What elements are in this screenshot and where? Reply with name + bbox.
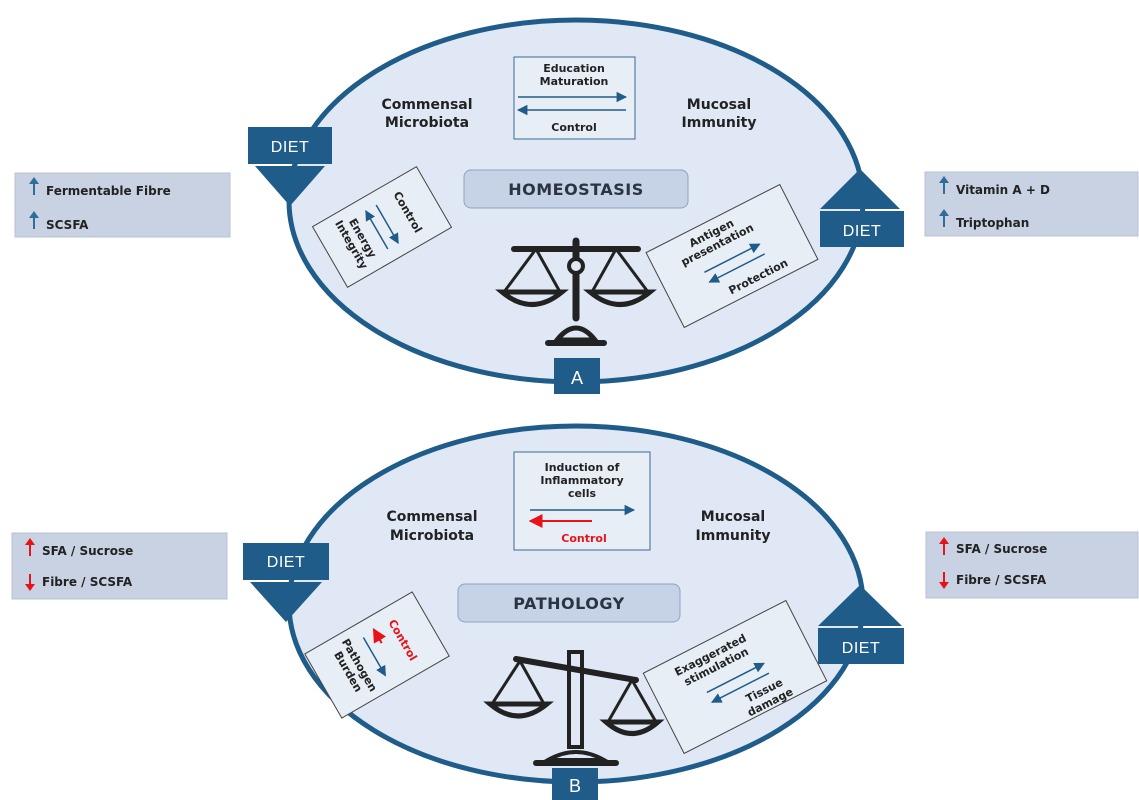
factor-text: Fibre / SCSFA <box>42 575 133 589</box>
down-arrow-icon <box>375 204 399 244</box>
factor-text: Vitamin A + D <box>956 183 1050 197</box>
left-arrow-icon <box>708 253 765 283</box>
factor-text: Triptophan <box>956 216 1029 230</box>
svg-text:B: B <box>569 776 581 796</box>
panel-a-diet-right: DIET <box>820 169 904 247</box>
svg-text:DIET: DIET <box>843 223 881 240</box>
interaction-text: cells <box>568 487 597 500</box>
red-up-arrow-icon <box>25 538 35 556</box>
unbalanced-scale-icon <box>483 650 665 766</box>
factor-text: SCSFA <box>46 218 89 232</box>
svg-text:DIET: DIET <box>271 139 309 156</box>
panel-a-label: A <box>554 358 600 394</box>
balanced-scale-icon <box>495 237 657 346</box>
up-arrow-icon <box>29 211 39 229</box>
panel-b-right-factors: SFA / Sucrose Fibre / SCSFA <box>925 531 1139 599</box>
red-down-arrow-icon <box>25 574 35 591</box>
panel-b-label: B <box>552 768 598 800</box>
immunity-label: Immunity <box>696 528 771 544</box>
right-arrow-icon <box>706 662 765 694</box>
interaction-text: Education <box>543 62 605 75</box>
svg-text:DIET: DIET <box>842 640 880 657</box>
panel-a: Education Maturation Control Commensal M… <box>14 17 1139 394</box>
red-up-arrow-icon <box>939 537 949 555</box>
commensal-label: Commensal <box>386 509 477 525</box>
interaction-text: Inflammatory <box>540 474 623 487</box>
panel-b-interaction-box: Induction of Inflammatory cells Control <box>513 451 651 551</box>
panel-a-interaction-box: Education Maturation Control <box>513 56 636 140</box>
up-arrow-icon <box>29 177 39 195</box>
factor-text: SFA / Sucrose <box>956 542 1047 556</box>
microbiota-label: Microbiota <box>390 528 474 544</box>
left-arrow-icon <box>711 672 770 703</box>
interaction-text: Induction of <box>545 461 620 474</box>
pathology-badge: PATHOLOGY <box>457 583 681 623</box>
interaction-text: Control <box>551 121 596 134</box>
panel-b: Induction of Inflammatory cells Control … <box>11 423 1139 800</box>
panel-b-right-box: Exaggerated stimulation Tissue damage <box>642 599 828 755</box>
panel-b-left-factors: SFA / Sucrose Fibre / SCSFA <box>11 532 228 600</box>
up-arrow-icon <box>939 176 949 194</box>
interaction-text: Maturation <box>540 75 609 88</box>
factor-text: Fermentable Fibre <box>46 184 171 198</box>
panel-a-left-box: Control Energy Integrity <box>311 166 453 288</box>
panel-a-diet-left: DIET <box>248 127 332 206</box>
up-arrow-icon <box>365 210 389 250</box>
homeostasis-badge: HOMEOSTASIS <box>463 169 689 209</box>
factor-text: SFA / Sucrose <box>42 544 133 558</box>
panel-a-left-factors: Fermentable Fibre SCSFA <box>14 172 231 238</box>
red-up-arrow-icon <box>372 628 387 644</box>
down-arrow-icon <box>362 637 387 677</box>
commensal-label: Commensal <box>381 97 472 113</box>
svg-text:DIET: DIET <box>267 554 305 571</box>
panel-b-left-box: Control Pathogen Burden <box>304 591 450 719</box>
svg-text:A: A <box>571 368 583 388</box>
panel-b-diet-left: DIET <box>243 543 329 622</box>
state-label: PATHOLOGY <box>513 594 624 613</box>
mucosal-label: Mucosal <box>687 97 751 113</box>
red-down-arrow-icon <box>939 572 949 589</box>
factor-text: Fibre / SCSFA <box>956 573 1047 587</box>
right-arrow-icon <box>704 243 761 273</box>
panel-b-diet-right: DIET <box>818 585 904 664</box>
state-label: HOMEOSTASIS <box>508 180 644 199</box>
mucosal-label: Mucosal <box>701 509 765 525</box>
microbiota-label: Microbiota <box>385 115 469 131</box>
up-arrow-icon <box>939 209 949 227</box>
control-label: Control <box>561 532 606 545</box>
immunity-label: Immunity <box>682 115 757 131</box>
panel-a-right-factors: Vitamin A + D Triptophan <box>924 171 1139 237</box>
